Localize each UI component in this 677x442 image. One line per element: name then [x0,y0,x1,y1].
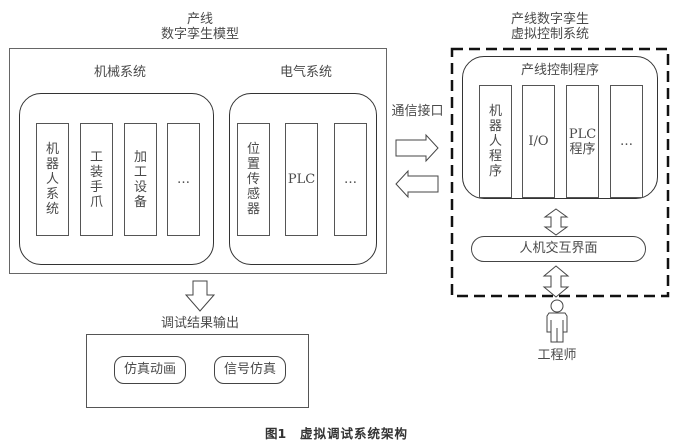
debug-output-box [86,334,309,408]
arrow-left-icon [395,169,439,199]
elec-item-label: … [344,171,357,187]
ctrl-item-label: … [620,133,633,149]
hmi-label: 人机交互界面 [519,241,598,256]
mech-item-machining: 加工设备 [124,123,157,236]
left-panel-title-line1: 产线 [186,12,213,27]
ctrl-item-label: 机器人程序 [488,104,502,179]
elec-item-label: 位置传感器 [246,142,260,217]
double-arrow-engineer-icon [542,265,570,298]
ctrl-item-io: I/O [522,85,555,198]
electrical-system-group [229,93,377,265]
elec-item-sensor: 位置传感器 [237,123,270,236]
engineer-label: 工程师 [537,348,577,363]
elec-item-plc: PLC [285,123,318,236]
arrow-down-icon [184,280,216,312]
mechanical-system-group [19,93,214,265]
virtual-control-system-frame [450,47,670,298]
electrical-system-label: 电气系统 [279,65,332,80]
output-item-animation: 仿真动画 [114,356,186,384]
mech-item-label: … [177,171,190,187]
communication-interface-label: 通信接口 [391,104,444,119]
mech-item-label: 加工设备 [133,149,147,210]
right-panel-title-line1: 产线数字孪生 [510,12,589,27]
figure-caption: 虚拟调试系统架构 [300,426,409,441]
mechanical-system-label: 机械系统 [93,65,146,80]
control-program-group [462,56,658,199]
ctrl-item-robot-program: 机器人程序 [479,85,512,198]
mech-item-more: … [167,123,200,236]
arrow-right-icon [395,133,439,163]
control-program-label: 产线控制程序 [520,63,599,78]
right-panel-title-line2: 虚拟控制系统 [510,27,589,42]
ctrl-item-label: PLC程序 [568,126,597,157]
elec-item-more: … [334,123,367,236]
left-panel-title-line2: 数字孪生模型 [160,27,239,42]
output-label: 调试结果输出 [160,316,239,331]
elec-item-label: PLC [287,171,316,187]
engineer-icon [546,299,568,343]
output-item-label: 仿真动画 [123,362,176,377]
figure-number: 图1 [265,426,287,441]
ctrl-item-plc-program: PLC程序 [566,85,599,198]
hmi-box: 人机交互界面 [471,236,646,262]
ctrl-item-label: I/O [528,133,549,149]
digital-twin-model-box [9,48,387,274]
mech-item-label: 机器人系统 [45,142,59,217]
output-item-label: 信号仿真 [223,362,276,377]
mech-item-robot: 机器人系统 [36,123,69,236]
double-arrow-icon [543,208,569,236]
mech-item-label: 工装手爪 [89,149,103,210]
output-item-signal: 信号仿真 [214,356,286,384]
mech-item-fixture: 工装手爪 [80,123,113,236]
ctrl-item-more: … [610,85,643,198]
